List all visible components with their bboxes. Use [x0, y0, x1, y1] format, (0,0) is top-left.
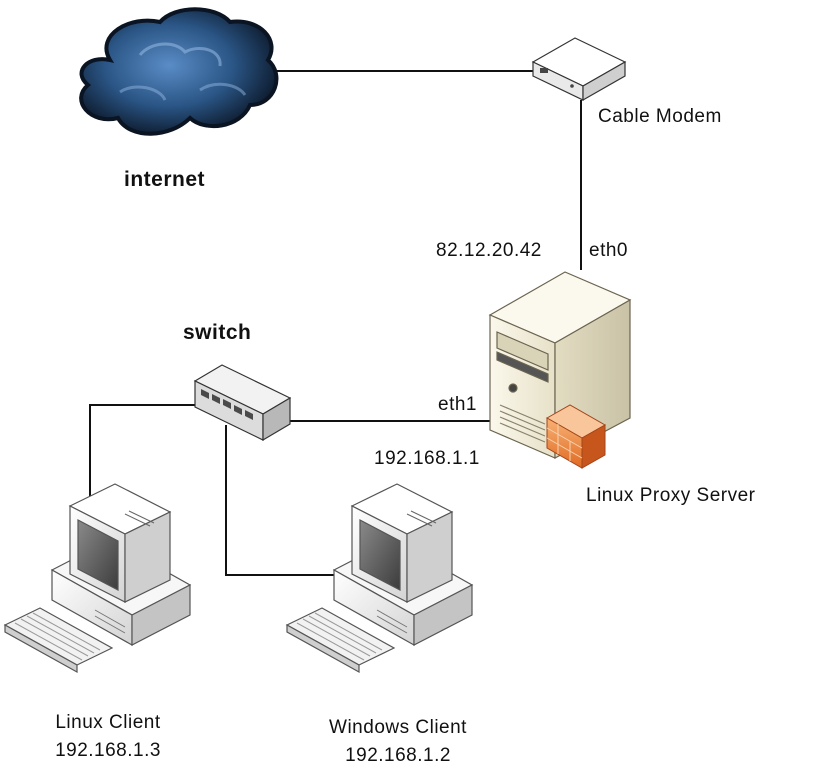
cable-modem-label: Cable Modem: [598, 106, 722, 127]
windows-client-label: Windows Client: [329, 717, 467, 738]
cloud-icon: [79, 7, 279, 136]
firewall-icon: [545, 404, 607, 469]
linux-client-label: Linux Client: [55, 712, 161, 733]
desktop-computer-icon: [285, 483, 474, 674]
eth0-label: eth0: [589, 240, 628, 261]
modem-icon: [531, 37, 627, 102]
switch-label: switch: [183, 321, 252, 344]
proxy-server-label: Linux Proxy Server: [586, 485, 756, 506]
link-switch-windows-client: [225, 425, 336, 576]
windows-client-ip: 192.168.1.2: [345, 745, 451, 766]
switch-icon: [193, 364, 292, 442]
linux-client-ip: 192.168.1.3: [55, 740, 161, 761]
eth1-label: eth1: [438, 394, 477, 415]
desktop-computer-icon: [3, 483, 192, 674]
connections: [89, 70, 582, 576]
eth0-ip-label: 82.12.20.42: [436, 240, 542, 261]
eth1-ip-label: 192.168.1.1: [374, 448, 480, 469]
link-switch-linux-client: [89, 404, 200, 500]
internet-label: internet: [124, 168, 206, 191]
